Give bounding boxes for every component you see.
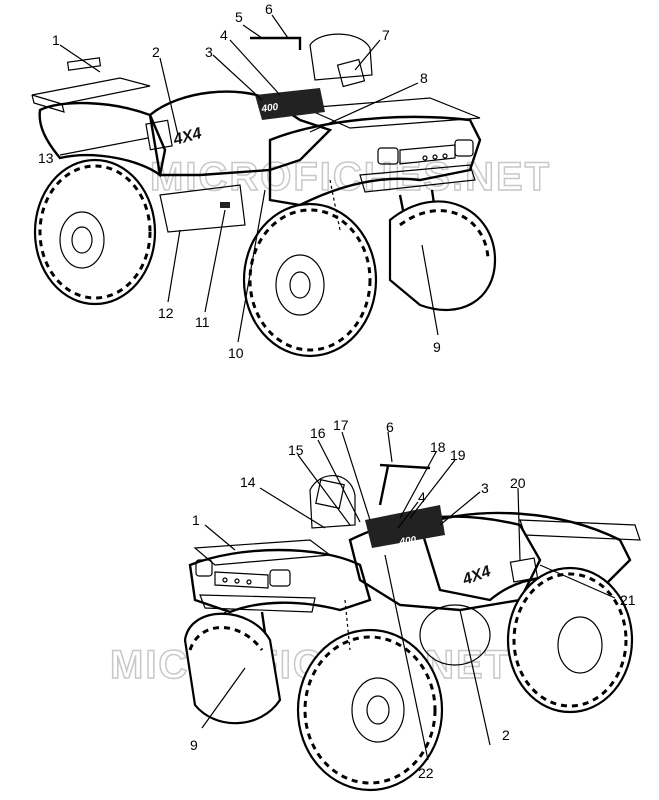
callout-bottom-6: 6 [386, 419, 394, 435]
callout-bottom-19: 19 [450, 447, 466, 463]
callout-bottom-16: 16 [310, 425, 326, 441]
callout-bottom-9: 9 [190, 737, 198, 753]
callout-top-9: 9 [433, 339, 441, 355]
callout-bottom-15: 15 [288, 442, 304, 458]
callouts-top: 1 2 3 4 5 6 7 8 9 10 11 12 13 [38, 1, 441, 361]
atv-bottom-illustration: 400 4X4 [183, 463, 641, 792]
callout-bottom-14: 14 [240, 474, 256, 490]
callout-top-12: 12 [158, 305, 174, 321]
callout-top-7: 7 [382, 27, 390, 43]
callout-bottom-21: 21 [620, 592, 636, 608]
callout-bottom-20: 20 [510, 475, 526, 491]
callout-bottom-1: 1 [192, 512, 200, 528]
callouts-bottom: 1 2 3 4 6 9 14 15 16 17 18 19 20 21 22 [190, 417, 636, 781]
callout-bottom-2: 2 [502, 727, 510, 743]
callout-top-13: 13 [38, 150, 54, 166]
callout-top-4: 4 [220, 27, 228, 43]
callout-top-5: 5 [235, 9, 243, 25]
engine-decal-text-bottom: 400 [398, 535, 417, 548]
callout-bottom-18: 18 [430, 439, 446, 455]
callout-top-2: 2 [152, 44, 160, 60]
atv-top-illustration: 400 4X4 [31, 33, 497, 358]
leader-lines-bottom [201, 431, 616, 761]
callout-bottom-22: 22 [418, 765, 434, 781]
callout-bottom-4: 4 [418, 489, 426, 505]
callout-top-3: 3 [205, 44, 213, 60]
callout-top-10: 10 [228, 345, 244, 361]
leader-lines-top [59, 14, 439, 343]
watermark-top: MICROFICHES.NET [150, 155, 551, 199]
callout-bottom-3: 3 [481, 480, 489, 496]
callout-bottom-17: 17 [333, 417, 349, 433]
callout-top-11: 11 [195, 314, 210, 330]
callout-top-1: 1 [52, 32, 60, 48]
callout-top-6: 6 [265, 1, 273, 17]
callout-top-8: 8 [420, 70, 428, 86]
model-badge-bottom: 4X4 [460, 563, 494, 589]
model-badge-top: 4X4 [171, 125, 204, 149]
engine-decal-text-top: 400 [260, 102, 279, 115]
